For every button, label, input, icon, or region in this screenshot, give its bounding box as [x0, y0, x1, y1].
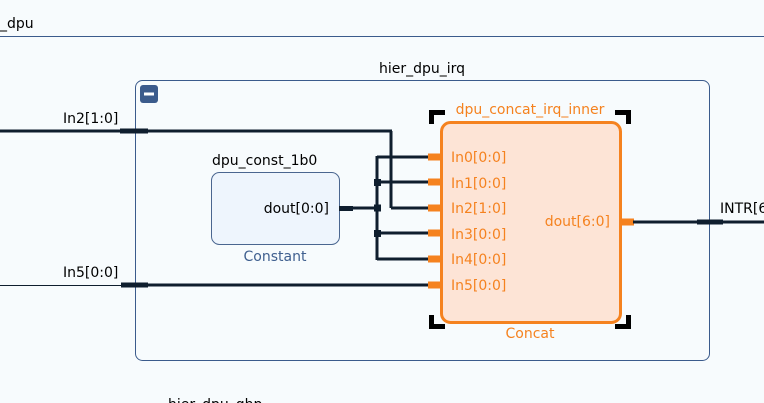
outer-hier-title: _dpu [0, 16, 34, 32]
next-hier-title: hier_dpu_ghp [168, 397, 263, 403]
hier-port-intr-label: INTR[6 [720, 201, 764, 217]
selection-brackets [429, 110, 631, 329]
hier-port-in5-pin[interactable] [121, 282, 148, 288]
constant-port-label: dout[0:0] [264, 201, 329, 217]
hier-port-in2-pin[interactable] [120, 128, 148, 134]
concat-pin-in4[interactable] [428, 255, 442, 263]
constant-dout-pin[interactable] [339, 206, 353, 211]
concat-pin-in5[interactable] [428, 281, 442, 289]
hier-port-intr-pin[interactable] [697, 219, 723, 225]
concat-port-in3-label: In3[0:0] [451, 227, 506, 243]
concat-port-in4-label: In4[0:0] [451, 252, 506, 268]
concat-pin-in0[interactable] [428, 153, 442, 161]
concat-pin-in2[interactable] [428, 204, 442, 212]
constant-type-label: Constant [244, 249, 307, 265]
concat-pin-dout[interactable] [620, 218, 634, 226]
concat-pin-in3[interactable] [428, 229, 442, 237]
hier-port-in2-label: In2[1:0] [63, 111, 118, 127]
collapse-button[interactable] [140, 85, 158, 103]
hier-port-in5-label: In5[0:0] [63, 265, 118, 281]
concat-port-in5-label: In5[0:0] [451, 278, 506, 294]
concat-type-label: Concat [506, 326, 555, 342]
concat-instance-name: dpu_concat_irq_inner [456, 102, 605, 118]
junction-dot [374, 179, 381, 186]
minus-icon [144, 92, 154, 96]
hier-block-title: hier_dpu_irq [379, 61, 465, 77]
concat-port-in1-label: In1[0:0] [451, 176, 506, 192]
concat-port-in2-label: In2[1:0] [451, 201, 506, 217]
constant-instance-name: dpu_const_1b0 [212, 153, 317, 169]
concat-pin-in1[interactable] [428, 178, 442, 186]
junction-dot [374, 230, 381, 237]
junction-dot [374, 204, 381, 212]
concat-port-dout-label: dout[6:0] [545, 214, 610, 230]
concat-port-in0-label: In0[0:0] [451, 150, 506, 166]
